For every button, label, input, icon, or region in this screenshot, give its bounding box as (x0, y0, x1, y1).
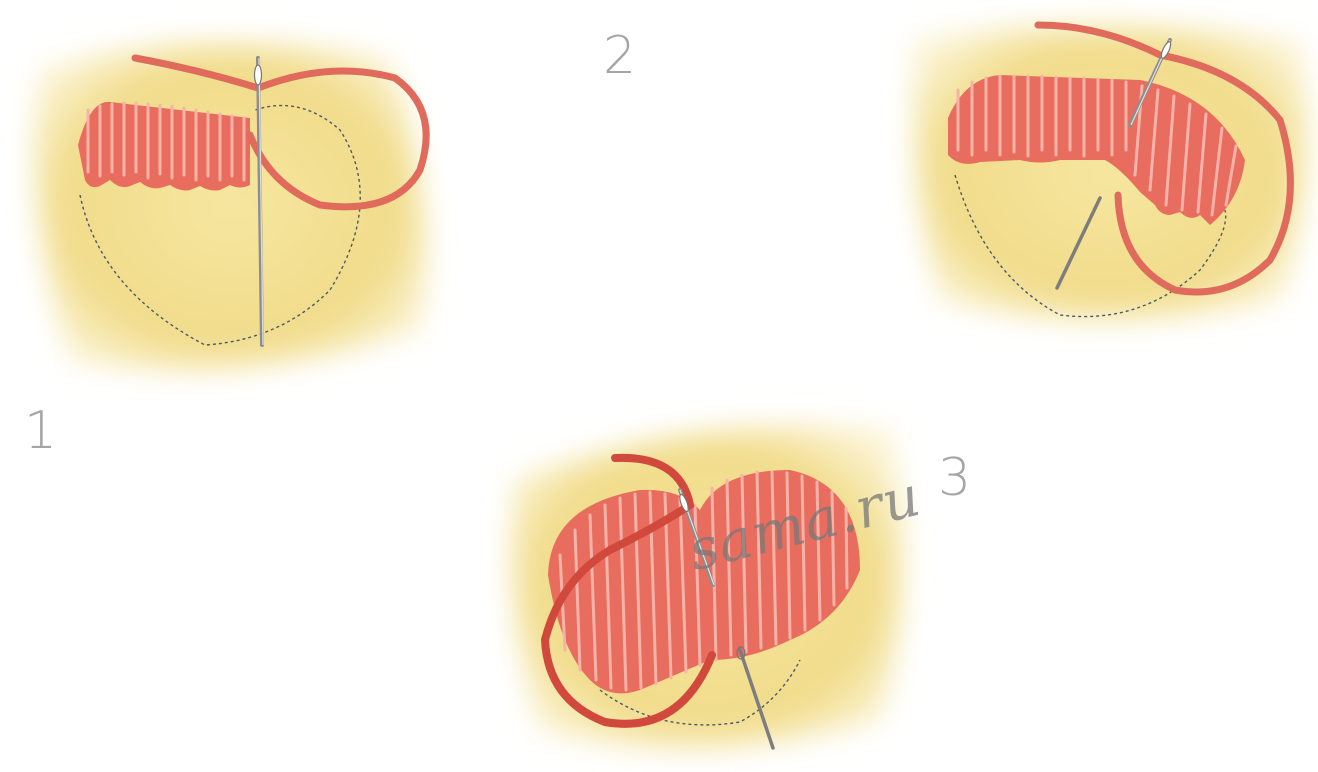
step-number-1: 1 (24, 405, 57, 457)
step-number-2: 2 (603, 30, 636, 82)
panel-step-1 (34, 42, 426, 370)
satin-stitches (78, 102, 250, 191)
panel-step-2 (913, 25, 1307, 320)
step-number-3: 3 (938, 452, 971, 504)
panel-step-3 (511, 426, 903, 748)
